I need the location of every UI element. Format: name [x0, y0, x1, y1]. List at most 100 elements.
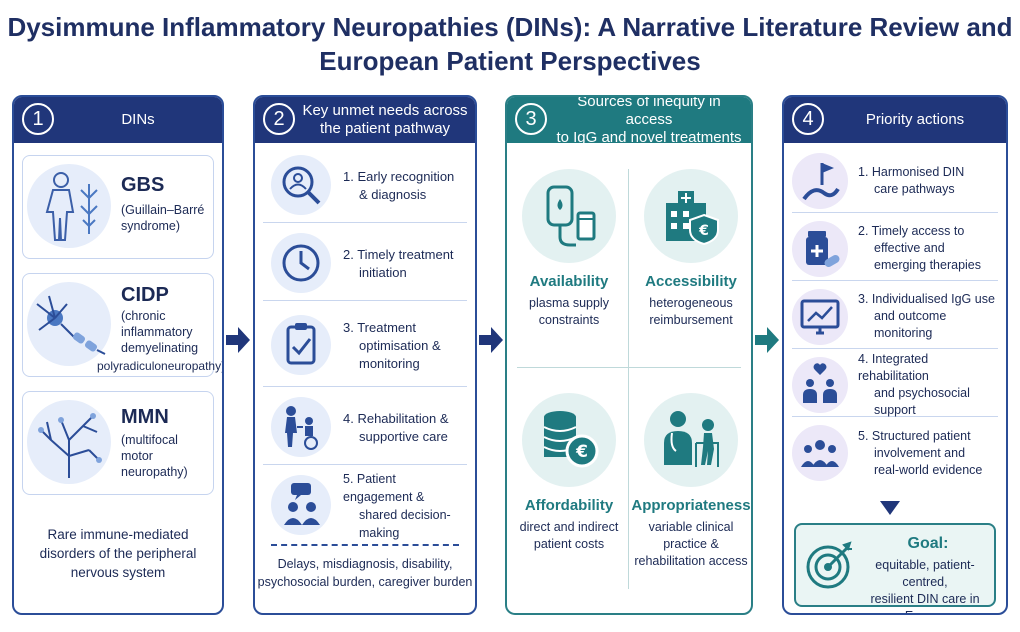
priority-action-text: 1. Harmonised DIN care pathways — [858, 149, 998, 212]
monitor-chart-icon — [792, 289, 848, 345]
text-line: constraints — [538, 313, 600, 327]
panel-header: 2 Key unmet needs across the patient pat… — [255, 97, 475, 143]
panel-title-line: the patient pathway — [319, 120, 451, 137]
footer-line: disorders of the peripheral — [39, 546, 197, 561]
svg-text:€: € — [698, 223, 709, 239]
target-icon — [802, 537, 858, 593]
footer-line: Rare immune-mediated — [47, 527, 189, 542]
disease-fullname-line: polyradiculoneuropathy) — [97, 359, 224, 373]
disease-abbr: GBS — [121, 174, 165, 196]
disease-fullname-line: neuropathy) — [121, 465, 188, 479]
disease-fullname-line: inflammatory — [121, 325, 193, 339]
quadrant-subtext: heterogeneous reimbursement — [631, 295, 751, 329]
text-line: 2. Timely treatment — [343, 246, 454, 262]
quadrant-heading: Appropriateness — [631, 497, 751, 514]
arrow-right-icon — [479, 327, 503, 353]
text-line: 4. Rehabilitation & — [343, 410, 449, 426]
clock-icon — [271, 233, 331, 293]
inequity-affordability: € Affordability direct and indirect pati… — [509, 393, 629, 553]
unmet-need-text: 3. Treatment optimisation & monitoring — [343, 305, 467, 386]
disease-card-gbs: GBS (Guillain–Barré syndrome) — [22, 155, 214, 259]
panel-number: 1 — [22, 103, 54, 135]
text-line: involvement and — [874, 445, 966, 460]
priority-action-item: 2. Timely access to effective and emergi… — [792, 217, 998, 281]
text-line: care pathways — [874, 181, 955, 196]
panel-title: Priority actions — [865, 111, 965, 128]
goal-text: equitable, patient-centred, resilient DI… — [860, 557, 990, 613]
text-line: effective and — [874, 241, 945, 255]
text-line: 1. Early recognition — [343, 168, 455, 184]
disease-fullname-line: (multifocal — [121, 433, 178, 447]
quadrant-divider-vertical — [628, 169, 629, 589]
doctor-patient-walker-icon — [644, 393, 738, 487]
neuron-icon — [27, 282, 111, 366]
unmet-need-item: 5. Patient engagement & shared decision-… — [263, 469, 467, 543]
quadrant-subtext: direct and indirect patient costs — [509, 519, 629, 553]
panel-number: 2 — [263, 103, 295, 135]
disease-fullname-line: (chronic — [121, 309, 166, 323]
text-line: 5. Structured patient — [858, 428, 971, 443]
panel-number: 4 — [792, 103, 824, 135]
disease-fullname-line: syndrome) — [121, 219, 181, 233]
quadrant-divider-horizontal — [517, 367, 741, 368]
text-line: real-world evidence — [874, 462, 983, 477]
text-line: optimisation & — [359, 337, 441, 353]
unmet-need-text: 5. Patient engagement & shared decision-… — [343, 469, 467, 543]
nerve-branch-icon — [27, 400, 111, 484]
arrow-right-icon — [226, 327, 250, 353]
text-line: rehabilitation access — [634, 554, 748, 568]
clipboard-check-icon — [271, 315, 331, 375]
text-line: 4. Integrated rehabilitation — [858, 351, 929, 383]
disease-abbr: MMN — [121, 406, 169, 428]
panel-title-line: to IgG and novel treatments — [556, 129, 742, 146]
text-line: & diagnosis — [359, 186, 427, 202]
disease-fullname: (chronic inflammatory demyelinating — [121, 308, 198, 356]
unmet-need-item: 4. Rehabilitation & supportive care — [263, 391, 467, 465]
iv-bag-icon — [522, 169, 616, 263]
text-line: reimbursement — [649, 313, 733, 327]
text-line: 5. Patient engagement & — [343, 472, 425, 504]
panel-title: Sources of inequity in access to IgG and… — [553, 95, 745, 146]
unmet-need-item: 2. Timely treatment initiation — [263, 227, 467, 301]
text-line: monitoring — [359, 355, 420, 371]
priority-action-item: 3. Individualised IgG use and outcome mo… — [792, 285, 998, 349]
priority-action-item: 4. Integrated rehabilitation and psychos… — [792, 351, 998, 417]
footer-line: Delays, misdiagnosis, disability, — [277, 557, 453, 571]
priority-action-text: 3. Individualised IgG use and outcome mo… — [858, 285, 998, 348]
disease-card-mmn: MMN (multifocal motor neuropathy) — [22, 391, 214, 495]
page-title: Dysimmune Inflammatory Neuropathies (DIN… — [0, 10, 1020, 78]
group-people-icon — [792, 425, 848, 481]
text-line: initiation — [359, 264, 407, 280]
text-line: 3. Treatment — [343, 319, 416, 335]
panel-title-line: Sources of inequity in access — [577, 95, 721, 128]
text-line: support — [874, 402, 916, 417]
priority-action-item: 1. Harmonised DIN care pathways — [792, 149, 998, 213]
coin-stack-euro-icon: € — [522, 393, 616, 487]
panel-footer: Delays, misdiagnosis, disability, psycho… — [257, 555, 473, 591]
title-line-2: European Patient Perspectives — [319, 46, 701, 76]
text-line: variable clinical — [648, 520, 734, 534]
people-heart-icon — [792, 357, 848, 413]
text-line: monitoring — [874, 326, 933, 340]
divider-dashed — [271, 544, 459, 546]
text-line: and outcome — [874, 309, 947, 323]
flag-path-icon — [792, 153, 848, 209]
inequity-appropriateness: Appropriateness variable clinical practi… — [631, 393, 751, 570]
panel-inequity-sources: 3 Sources of inequity in access to IgG a… — [505, 95, 753, 615]
footer-line: nervous system — [70, 565, 166, 580]
inequity-accessibility: € Accessibility heterogeneous reimbursem… — [631, 169, 751, 329]
disease-fullname: (multifocal motor neuropathy) — [121, 432, 188, 480]
quadrant-heading: Availability — [529, 273, 609, 290]
text-line: patient costs — [533, 537, 605, 551]
text-line: shared decision-making — [359, 508, 451, 540]
unmet-need-text: 4. Rehabilitation & supportive care — [343, 391, 467, 464]
panel-number: 3 — [515, 103, 547, 135]
text-line: direct and indirect — [519, 520, 619, 534]
hospital-euro-shield-icon: € — [644, 169, 738, 263]
panel-title: Key unmet needs across the patient pathw… — [301, 97, 469, 143]
goal-title: Goal: — [907, 535, 949, 552]
text-line: equitable, patient-centred, — [875, 558, 975, 589]
panel-header: 1 DINs — [14, 97, 222, 143]
panel-header: 3 Sources of inequity in access to IgG a… — [507, 95, 751, 146]
text-line: 1. Harmonised DIN — [858, 164, 965, 179]
